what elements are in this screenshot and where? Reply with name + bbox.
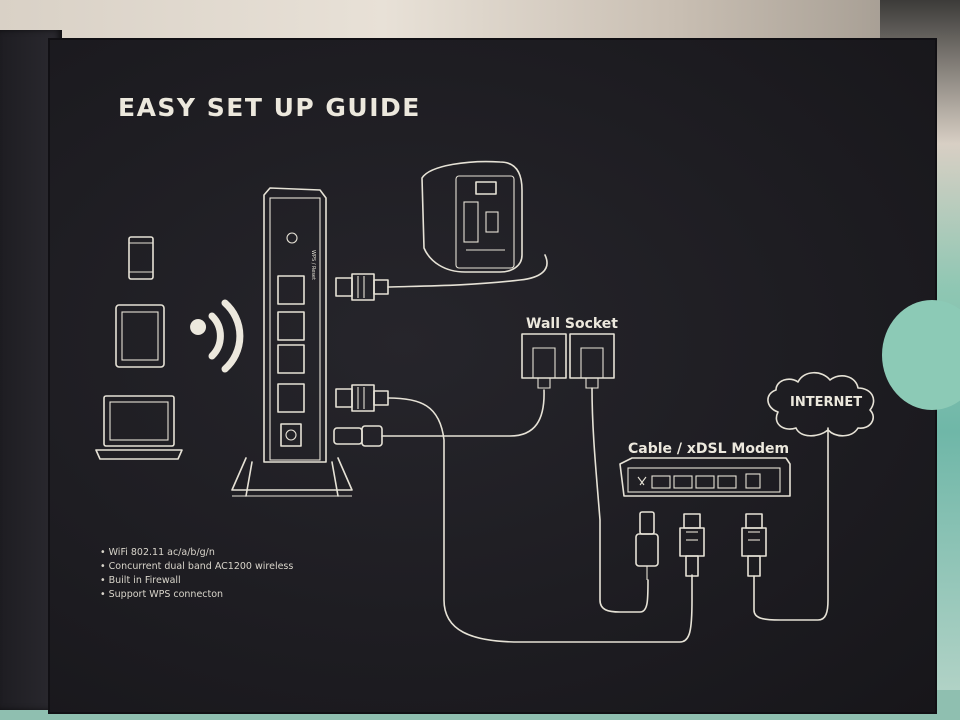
tablet-icon	[115, 304, 165, 368]
phone-icon	[128, 236, 154, 280]
cloud-icon	[767, 371, 875, 437]
desktop-computer-icon	[421, 160, 523, 273]
list-item: Concurrent dual band AC1200 wireless	[100, 560, 294, 574]
internet-label: INTERNET	[790, 395, 863, 410]
power-plug-icon	[333, 425, 383, 447]
power-plug-icon	[635, 511, 659, 580]
router-icon: WPS / Reset	[231, 187, 353, 497]
thumb-notch	[882, 300, 960, 410]
wall-socket-label: Wall Socket	[526, 316, 618, 332]
feature-list: WiFi 802.11 ac/a/b/g/n Concurrent dual b…	[100, 546, 294, 602]
svg-text:WPS / Reset: WPS / Reset	[310, 250, 316, 280]
modem-label: Cable / xDSL Modem	[628, 441, 790, 457]
ethernet-plug-icon	[335, 273, 389, 301]
wall-socket-icon	[521, 333, 615, 389]
page-title: EASY SET UP GUIDE	[118, 93, 421, 122]
ethernet-plug-icon	[741, 513, 767, 577]
modem-icon	[619, 457, 791, 497]
wifi-icon	[190, 299, 244, 373]
list-item: Built in Firewall	[100, 574, 293, 588]
ethernet-plug-icon	[679, 513, 705, 577]
list-item: Support WPS connecton	[100, 588, 293, 602]
list-item: WiFi 802.11 ac/a/b/g/n	[100, 546, 293, 560]
laptop-icon	[95, 395, 183, 460]
ethernet-plug-icon	[335, 384, 389, 412]
